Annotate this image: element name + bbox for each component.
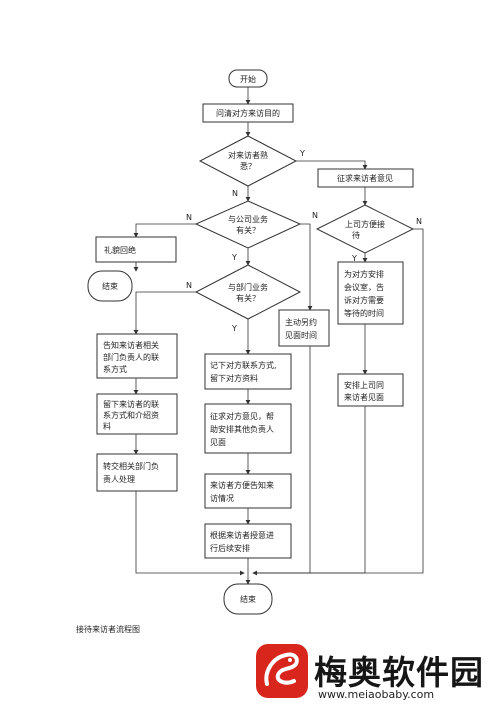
label-company-y: Y	[231, 253, 237, 262]
node-solicit-other: 征求对方意见，帮 助安排其他负责人 见面	[204, 403, 292, 454]
node-start: 开始	[228, 69, 268, 88]
node-proactive-line1: 主动另约	[285, 317, 317, 327]
node-meeting-line1: 安排上司同	[344, 380, 384, 390]
label-boss-n: N	[416, 217, 422, 226]
node-solicit: 征求来访者意见	[317, 168, 414, 188]
edge-company-decline	[133, 223, 196, 238]
node-familiar-line2: 悉？	[240, 161, 256, 171]
node-follow-up-line2: 行后续安排	[210, 543, 250, 553]
node-decline-label: 礼貌回绝	[104, 245, 136, 255]
node-arrange-line4: 等待的时间	[344, 308, 384, 318]
node-boss-line1: 上司方便接	[345, 219, 385, 229]
edge-transfer-end	[135, 491, 245, 576]
edge-proactive-end	[253, 346, 311, 574]
watermark-title: 梅奥软件园	[314, 653, 484, 692]
node-dept-line1: 与部门业务	[228, 282, 268, 292]
node-notify-visitor: 来访者方便告知来 访情况	[204, 473, 292, 509]
node-company-line2: 有关？	[236, 225, 260, 235]
label-boss-y: Y	[351, 254, 357, 263]
label-dept-y: Y	[231, 324, 237, 333]
node-notify-dept: 告知来访者相关 部门负责人的联 系方式	[96, 333, 178, 379]
node-end: 结束	[223, 583, 273, 615]
watermark: 梅奥软件园 www.meiaobaby.com	[252, 640, 498, 706]
node-proactive-line2: 见面时间	[285, 330, 317, 340]
label-company-n: N	[186, 213, 192, 222]
node-notify-dept-line3: 系方式	[103, 364, 127, 374]
node-arrange-line3: 诉对方需要	[344, 295, 384, 305]
label-dept-n: N	[186, 281, 192, 290]
node-arrange-boss-meeting: 安排上司同 来访者见面	[337, 373, 404, 407]
node-leave-line1: 留下来访者的联	[103, 399, 159, 409]
edges	[133, 87, 424, 585]
edge-dept-notify	[133, 291, 196, 335]
node-ask-purpose: 问清对方来访目的	[202, 103, 294, 123]
node-boss-line2: 待	[352, 230, 360, 240]
nodes: 开始 问清对方来访目的 对来访者熟 悉？ 征求来访者意见 与公司业务 有关？ 上…	[87, 69, 415, 615]
node-end-label: 结束	[240, 594, 256, 604]
node-start-label: 开始	[240, 74, 256, 84]
node-notify-dept-line2: 部门负责人的联	[103, 352, 159, 362]
node-record-contact: 记下对方联系方式, 留下对方资料	[204, 353, 292, 390]
node-leave-contact: 留下来访者的联 系方式和介绍资 料	[96, 393, 178, 435]
node-transfer-line2: 责人处理	[103, 474, 135, 484]
node-end-left: 结束	[87, 270, 133, 302]
watermark-url: www.meiaobaby.com	[318, 688, 435, 701]
node-solicit-label: 征求来访者意见	[337, 173, 393, 183]
node-solicit-other-line2: 助安排其他负责人	[210, 424, 274, 434]
node-notify-dept-line1: 告知来访者相关	[103, 340, 159, 350]
node-proactive-appointment: 主动另约 见面时间	[278, 309, 330, 347]
node-transfer-dept: 转交相关部门负 责人处理	[96, 453, 178, 492]
node-leave-line3: 料	[103, 421, 111, 431]
node-follow-up: 根据来访者授意进 行后续安排	[204, 523, 292, 559]
node-boss-convenient: 上司方便接 待	[315, 204, 415, 254]
node-company-line1: 与公司业务	[228, 214, 268, 224]
node-solicit-other-line3: 见面	[210, 438, 226, 447]
node-arrange-room: 为对方安排 会议室，告 诉对方需要 等待的时间	[337, 261, 404, 325]
node-notify-visitor-line2: 访情况	[210, 493, 234, 503]
node-meeting-line2: 来访者见面	[344, 392, 384, 402]
node-arrange-line1: 为对方安排	[344, 269, 384, 279]
node-record-line2: 留下对方资料	[210, 373, 258, 383]
node-decline: 礼貌回绝	[95, 236, 177, 263]
edge-labels: Y N N Y N Y N N Y	[186, 149, 422, 333]
node-department-business: 与部门业务 有关？	[194, 264, 302, 320]
node-company-business: 与公司业务 有关？	[194, 200, 302, 249]
node-follow-up-line1: 根据来访者授意进	[210, 530, 274, 540]
node-solicit-other-line1: 征求对方意见，帮	[210, 411, 274, 421]
node-familiar-line1: 对来访者熟	[228, 150, 268, 160]
node-familiar: 对来访者熟 悉？	[198, 135, 298, 187]
diagram-caption: 接待来访者流程图	[76, 625, 140, 634]
edge-company-proactive	[300, 223, 313, 311]
edge-familiar-solicit	[296, 160, 368, 170]
label-familiar-n: N	[232, 189, 238, 198]
dragon-logo-icon	[256, 644, 308, 698]
node-record-line1: 记下对方联系方式,	[210, 360, 277, 370]
node-ask-purpose-label: 问清对方来访目的	[216, 108, 280, 118]
label-company-right-n: N	[312, 211, 318, 220]
node-notify-visitor-line1: 来访者方便告知来	[210, 480, 274, 490]
node-dept-line2: 有关？	[236, 293, 260, 303]
node-arrange-line2: 会议室，告	[344, 282, 384, 292]
node-leave-line2: 系方式和介绍资	[103, 410, 159, 420]
node-transfer-line1: 转交相关部门负	[103, 461, 159, 471]
node-end-left-label: 结束	[102, 281, 118, 291]
label-familiar-y: Y	[299, 149, 305, 158]
